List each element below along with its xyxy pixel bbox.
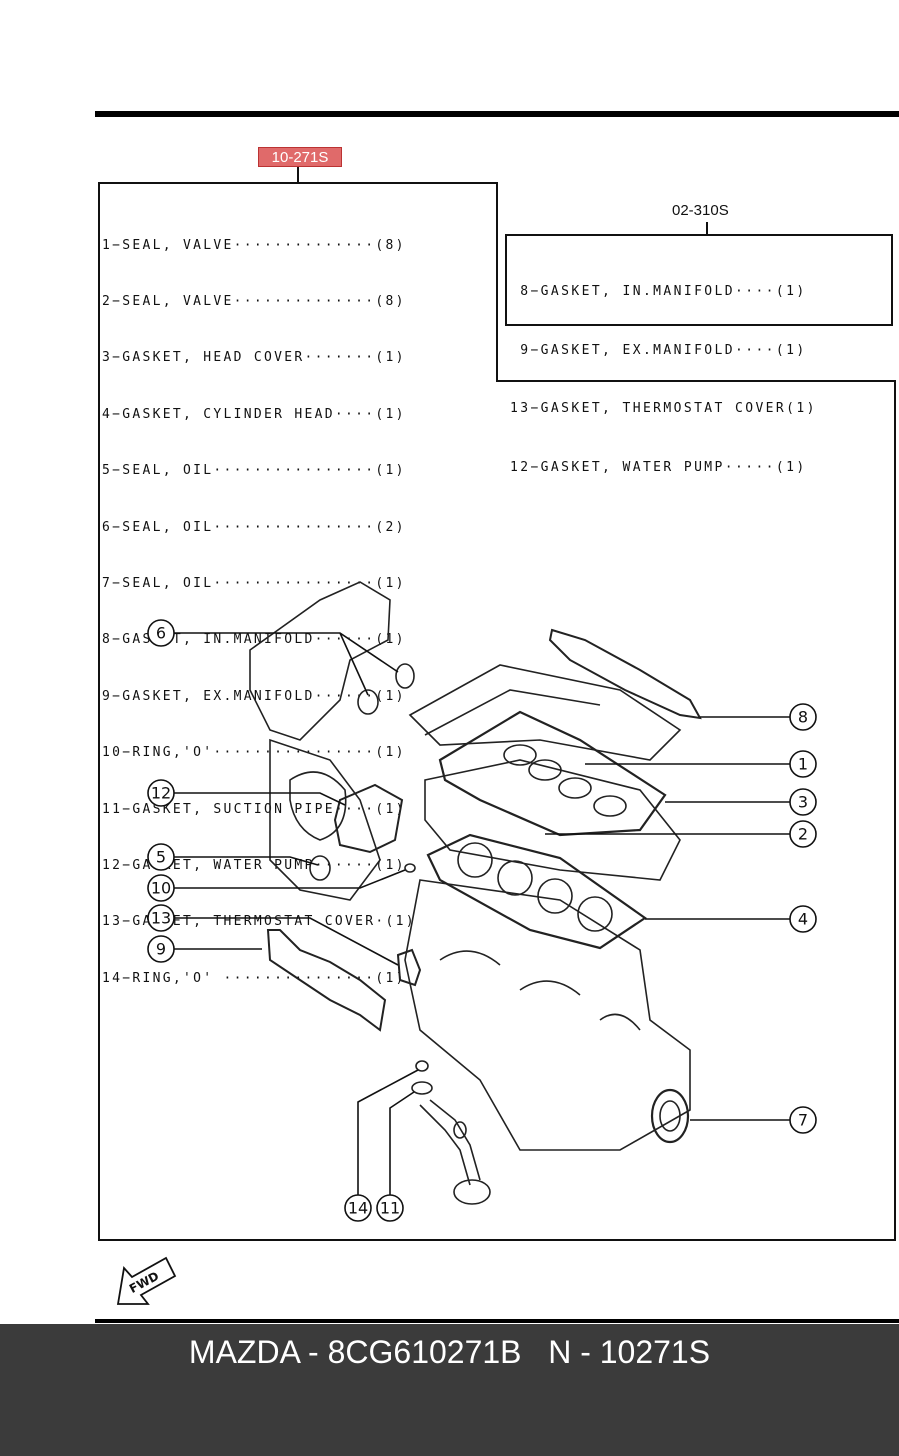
parts-list-item: 1−SEAL, VALVE··············(8) — [102, 237, 406, 253]
thermostat-cover-gasket — [396, 948, 422, 987]
parts-list-item: 9−GASKET, EX.MANIFOLD····(1) — [510, 342, 807, 358]
callout-10[interactable]: 10 — [151, 879, 171, 898]
callout-14[interactable]: 14 — [348, 1199, 368, 1218]
cylinder-head-gasket — [426, 833, 647, 950]
parts-list-item: 4−GASKET, CYLINDER HEAD····(1) — [102, 406, 406, 422]
callout-markers — [147, 619, 817, 1222]
callout-1[interactable]: 1 — [798, 755, 808, 774]
exhaust-manifold-gasket — [266, 929, 387, 1032]
parts-list-item: 11−GASKET, SUCTION PIPE····(1) — [102, 801, 406, 817]
callout-8[interactable]: 8 — [798, 708, 808, 727]
top-rule — [95, 111, 899, 117]
callout-2[interactable]: 2 — [798, 825, 808, 844]
intake-manifold-gasket — [548, 628, 702, 720]
o-ring-10 — [404, 863, 416, 873]
callout-11[interactable]: 11 — [380, 1199, 400, 1218]
fwd-arrow-icon: FWD — [116, 1256, 177, 1305]
callout-3[interactable]: 3 — [798, 793, 808, 812]
footer-bar — [0, 1324, 899, 1456]
oil-seal-6a — [395, 663, 415, 689]
sub-group-frame — [505, 234, 893, 326]
parts-list-item: 2−SEAL, VALVE··············(8) — [102, 293, 406, 309]
oil-seal-6b — [357, 689, 379, 715]
fwd-label: FWD — [127, 1269, 161, 1296]
parts-list-item: 10−RING,'O'················(1) — [102, 745, 406, 761]
oil-seal-7 — [650, 1088, 690, 1144]
oil-seal-5 — [309, 855, 331, 881]
footer-part-numbers: MAZDA - 8CG610271B N - 10271S — [188, 1334, 711, 1370]
engine-illustration — [249, 581, 702, 1205]
o-ring-14 — [415, 1060, 429, 1072]
sub-group-ref-label[interactable]: 02-310S — [672, 202, 729, 219]
main-group-ref-badge[interactable]: 10-271S — [258, 147, 342, 167]
sub-parts-list: 8−GASKET, IN.MANIFOLD····(1) 9−GASKET, E… — [510, 243, 817, 497]
parts-list-item: 12−GASKET, WATER PUMP·····(1) — [510, 459, 807, 475]
callout-4[interactable]: 4 — [798, 910, 808, 929]
callout-12[interactable]: 12 — [151, 784, 171, 803]
parts-list-item: 13−GASKET, THERMOSTAT COVER(1) — [510, 401, 817, 416]
parts-list-item: 3−GASKET, HEAD COVER·······(1) — [102, 350, 406, 366]
suction-pipe-gasket — [411, 1081, 433, 1095]
parts-list-item: 9−GASKET, EX.MANIFOLD······(1) — [102, 688, 406, 704]
head-cover-gasket — [438, 710, 667, 837]
oil-suction-pipe — [419, 1099, 481, 1186]
exploded-engine-diagram: 6 12 5 10 13 9 8 1 3 2 4 7 14 11 FWD — [98, 167, 896, 1305]
callout-9[interactable]: 9 — [156, 940, 166, 959]
callout-13[interactable]: 13 — [151, 909, 171, 928]
callout-7[interactable]: 7 — [798, 1111, 808, 1130]
main-group-frame — [98, 182, 896, 1241]
water-pump-gasket — [333, 783, 404, 854]
parts-list-item: 8−GASKET, IN.MANIFOLD····(1) — [510, 284, 807, 299]
callout-leaders — [174, 632, 790, 1195]
parts-list-item: 14−RING,'O' ···············(1) — [102, 970, 406, 986]
parts-list-item: 6−SEAL, OIL················(2) — [102, 519, 406, 535]
callout-5[interactable]: 5 — [156, 848, 166, 867]
callout-6[interactable]: 6 — [156, 624, 166, 643]
bottom-rule — [95, 1319, 899, 1323]
parts-list-item: 5−SEAL, OIL················(1) — [102, 463, 406, 479]
